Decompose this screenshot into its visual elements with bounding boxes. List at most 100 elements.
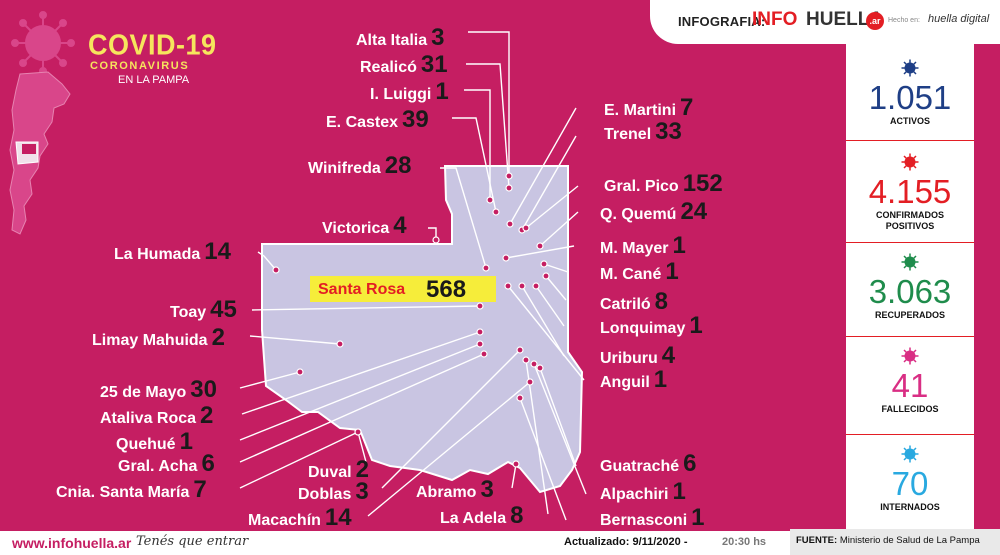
location-dot xyxy=(492,208,500,216)
page-title: COVID-19 xyxy=(88,29,217,61)
stat-label: ACTIVOS xyxy=(889,116,930,126)
location-dot xyxy=(522,224,530,232)
leader-line xyxy=(239,343,481,441)
location-name: Limay Mahuida xyxy=(92,332,208,349)
location-name: Duval xyxy=(308,464,352,481)
location-name: Quehué xyxy=(116,436,176,453)
location-name: I. Luiggi xyxy=(370,86,432,103)
stat-value: 1.051 xyxy=(868,79,952,116)
slogan: Tenés que entrar xyxy=(136,534,249,549)
location-name: E. Castex xyxy=(326,114,399,131)
location-value: 1 xyxy=(653,366,668,393)
source-value: Ministerio de Salud de La Pampa xyxy=(839,535,980,546)
hecho-en-label: Hecho en: xyxy=(888,17,920,24)
location-value: 7 xyxy=(193,476,207,503)
leader-line xyxy=(509,107,577,225)
location-value: 4 xyxy=(661,342,676,369)
location-name: Bernasconi xyxy=(600,512,688,529)
leader-line xyxy=(525,359,549,515)
location-value: 2 xyxy=(200,402,214,429)
stat-divider xyxy=(846,434,974,435)
location-name: Gral. Acha xyxy=(118,458,198,475)
location-value: 30 xyxy=(190,376,217,403)
location-dot xyxy=(432,236,440,244)
location-name: Q. Quemú xyxy=(600,206,677,223)
location-value: 1 xyxy=(689,312,703,339)
virus-icon xyxy=(901,153,919,171)
location-value: 1 xyxy=(435,78,449,105)
location-value: 3 xyxy=(355,478,369,505)
location-dot xyxy=(476,302,484,310)
location-dot xyxy=(536,242,544,250)
leader-line xyxy=(521,285,565,357)
location-dot xyxy=(480,350,488,358)
stat-label: FALLECIDOS xyxy=(881,404,939,414)
site-link[interactable]: www.infohuella.ar xyxy=(12,535,132,551)
location-value: 2 xyxy=(211,324,225,351)
virus-icon xyxy=(901,347,919,365)
location-value: 1 xyxy=(672,232,686,259)
location-value: 4 xyxy=(393,212,407,239)
location-value: 1 xyxy=(672,478,686,505)
location-value: 28 xyxy=(384,152,412,179)
location-name: 25 de Mayo xyxy=(100,384,187,401)
location-dot xyxy=(506,220,514,228)
leader-line xyxy=(521,135,577,231)
location-name: Macachín xyxy=(248,512,321,529)
source-label: FUENTE: xyxy=(796,535,838,546)
location-value: 3 xyxy=(480,476,494,503)
subtitle-region: EN LA PAMPA xyxy=(118,74,190,86)
location-dot xyxy=(482,264,490,272)
location-dot xyxy=(505,172,513,180)
location-dot xyxy=(542,272,550,280)
virus-icon xyxy=(901,445,919,463)
updated-label: Actualizado: 9/11/2020 - xyxy=(564,536,688,548)
location-dot xyxy=(522,356,530,364)
leader-line xyxy=(539,211,579,247)
location-name: Abramo xyxy=(416,484,477,501)
location-name: Gral. Pico xyxy=(604,178,679,195)
location-dot xyxy=(504,282,512,290)
leader-line xyxy=(543,263,569,273)
location-dot xyxy=(476,340,484,348)
location-value: 2 xyxy=(355,456,369,483)
argentina-map-icon xyxy=(9,71,71,235)
location-dot xyxy=(518,282,526,290)
infografia-label: INFOGRAFIA: xyxy=(678,14,766,29)
location-name: La Humada xyxy=(114,246,201,263)
location-dot xyxy=(526,378,534,386)
location-dot xyxy=(530,360,538,368)
leader-line xyxy=(381,349,521,489)
location-value: 1 xyxy=(665,258,679,285)
location-value: 39 xyxy=(402,106,429,133)
stat-recuperados: 3.063 RECUPERADOS xyxy=(846,252,974,321)
stat-divider xyxy=(846,336,974,337)
stat-value: 70 xyxy=(891,465,929,502)
leader-lines xyxy=(239,31,587,521)
location-dots xyxy=(272,172,550,468)
leader-line xyxy=(239,353,485,463)
location-dot xyxy=(354,428,362,436)
huella-digital-label: huella digital xyxy=(928,13,990,25)
stat-value: 4.155 xyxy=(868,173,952,210)
location-name: La Adela xyxy=(440,510,507,527)
location-dot xyxy=(502,254,510,262)
logo-info: INFO xyxy=(752,9,798,30)
capital-value: 568 xyxy=(426,276,467,303)
stat-value: 3.063 xyxy=(868,273,952,310)
leader-line xyxy=(367,381,531,517)
